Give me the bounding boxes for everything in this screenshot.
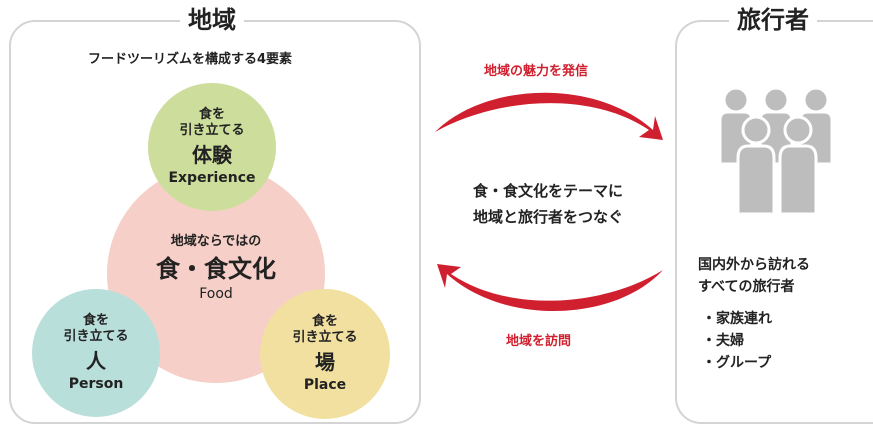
travelers-desc-line1: 国内外から訪れる <box>698 257 810 273</box>
person-en: Person <box>68 376 124 392</box>
travelers-title: 旅行者 <box>729 6 817 34</box>
food-name: 食・食文化 <box>156 255 276 284</box>
experience-en: Experience <box>168 170 256 186</box>
person-circle: 食を 引き立てる 人 Person <box>32 289 160 417</box>
place-circle: 食を 引き立てる 場 Place <box>260 289 390 419</box>
food-en: Food <box>199 286 233 303</box>
people-group-icon <box>718 86 834 216</box>
experience-line2: 引き立てる <box>179 122 245 138</box>
arrow-to-travelers <box>435 92 663 140</box>
travelers-list-item: ・グループ <box>702 355 772 371</box>
flow-center-text: 食・食文化をテーマに 地域と旅行者をつなぐ <box>448 178 648 230</box>
travelers-list: ・家族連れ ・夫婦 ・グループ <box>702 308 772 374</box>
experience-name: 体験 <box>192 143 232 167</box>
flow-top-label: 地域の魅力を発信 <box>484 64 589 79</box>
experience-circle: 食を 引き立てる 体験 Experience <box>148 83 276 211</box>
place-line2: 引き立てる <box>292 329 358 345</box>
travelers-desc-line2: すべての旅行者 <box>698 279 795 295</box>
flow-arrows <box>435 92 663 312</box>
arrow-to-region <box>437 264 663 312</box>
flow-center-line1: 食・食文化をテーマに <box>472 182 623 200</box>
person-line2: 引き立てる <box>63 328 129 344</box>
person-line1: 食を <box>82 312 109 328</box>
food-tagline: 地域ならではの <box>170 234 262 250</box>
region-subtitle: フードツーリズムを構成する4要素 <box>88 52 293 67</box>
place-line1: 食を <box>311 313 338 329</box>
flow-bottom-label: 地域を訪問 <box>506 334 572 349</box>
place-en: Place <box>303 377 347 393</box>
place-name: 場 <box>315 350 335 374</box>
region-title: 地域 <box>180 6 244 34</box>
experience-line1: 食を <box>198 106 225 122</box>
travelers-list-item: ・夫婦 <box>702 333 744 349</box>
person-name: 人 <box>86 349 106 373</box>
travelers-list-item: ・家族連れ <box>702 311 772 327</box>
travelers-description: 国内外から訪れる すべての旅行者 <box>698 254 810 298</box>
flow-center-line2: 地域と旅行者をつなぐ <box>472 208 623 226</box>
